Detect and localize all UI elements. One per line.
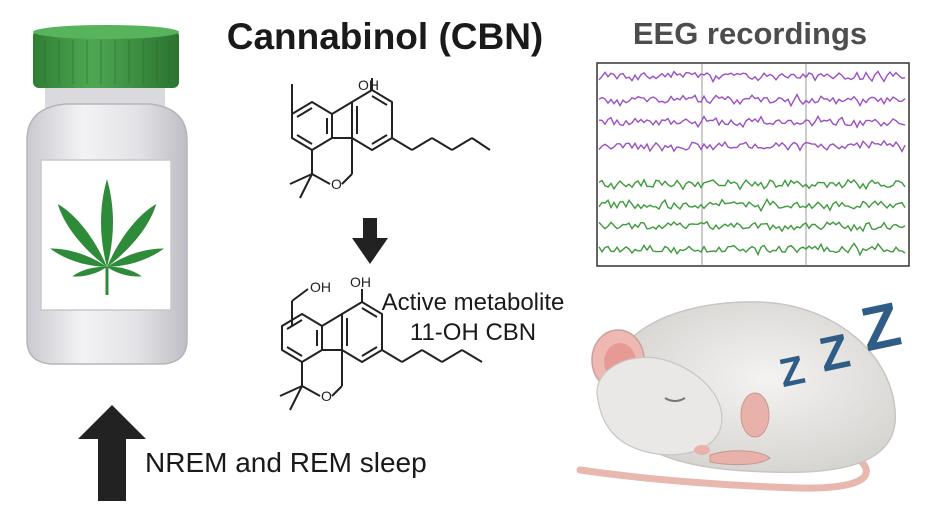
cannabis-leaf-icon xyxy=(49,179,165,295)
sleeping-mouse-icon xyxy=(576,301,896,492)
hydroxymethyl-label: OH xyxy=(310,279,331,295)
z-small: Z xyxy=(775,347,809,397)
oxygen-label-2: O xyxy=(321,388,332,404)
z-large: Z xyxy=(855,289,907,366)
eeg-trace xyxy=(598,93,906,108)
up-arrow-icon xyxy=(78,405,146,501)
sleep-label: NREM and REM sleep xyxy=(145,447,427,478)
eeg-trace xyxy=(598,197,906,213)
oxygen-label: O xyxy=(331,176,342,192)
hydroxyl-label: OH xyxy=(358,78,379,93)
eeg-trace xyxy=(598,70,906,84)
eeg-trace xyxy=(598,220,906,233)
metabolite-line2: 11-OH CBN xyxy=(409,319,537,346)
eeg-title: EEG recordings xyxy=(632,16,868,51)
eeg-trace xyxy=(598,242,906,257)
eeg-trace xyxy=(598,178,906,191)
zzz-group: Z Z Z xyxy=(776,289,920,402)
11-oh-cbn-structure: OH OH O xyxy=(279,275,483,411)
cbn-structure: OH O xyxy=(289,78,491,199)
diagram-title: Cannabinol (CBN) xyxy=(226,16,544,57)
z-medium: Z xyxy=(814,324,855,383)
down-arrow-icon xyxy=(352,218,388,264)
hydroxyl-label-2: OH xyxy=(350,275,371,290)
metabolite-label: Active metabolite 11-OH CBN xyxy=(348,288,598,348)
metabolite-line1: Active metabolite xyxy=(381,289,565,316)
eeg-panel xyxy=(596,62,910,267)
eeg-trace xyxy=(598,114,906,129)
eeg-trace xyxy=(598,139,906,153)
